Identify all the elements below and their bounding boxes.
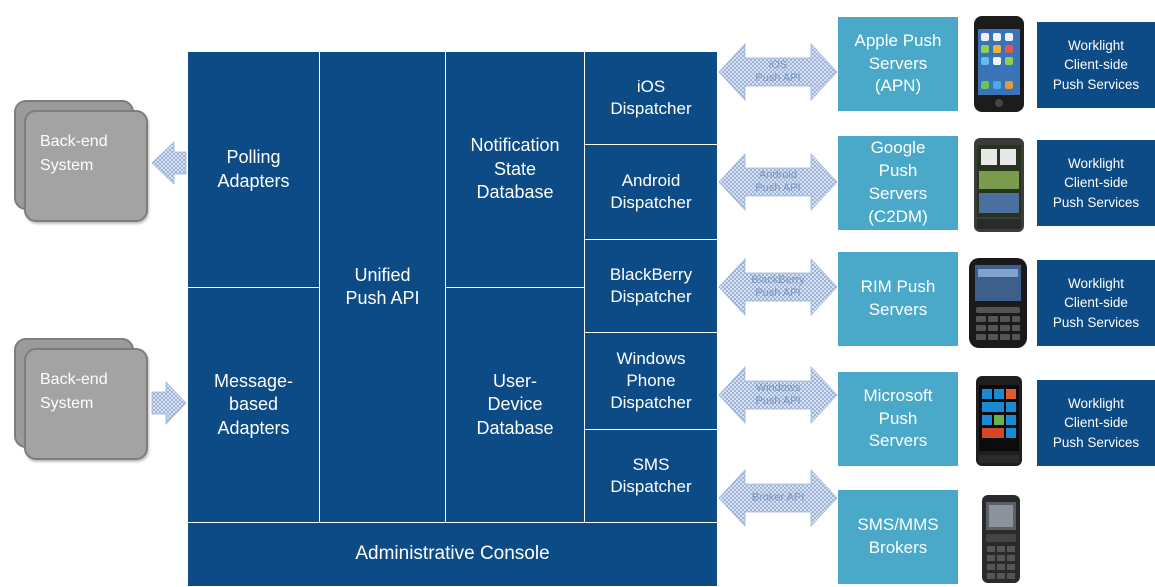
- sms-dispatcher: SMS Dispatcher: [584, 429, 718, 523]
- backend-arrow-message: [151, 381, 187, 425]
- ios-dispatcher: iOS Dispatcher: [584, 51, 718, 145]
- backend-arrow-polling: [151, 141, 187, 185]
- notification-state-database: Notification State Database: [445, 51, 585, 288]
- rim-push-servers: RIM Push Servers: [838, 252, 958, 346]
- iphone-icon: [974, 16, 1024, 112]
- microsoft-push-servers: Microsoft Push Servers: [838, 372, 958, 466]
- android-push-api-arrow: Android Push API: [718, 150, 838, 214]
- blackberry-phone-icon: [969, 258, 1027, 348]
- backend-system-2: Back-end System: [14, 338, 154, 463]
- sms-mms-brokers: SMS/MMS Brokers: [838, 490, 958, 584]
- apple-push-servers: Apple Push Servers (APN): [838, 17, 958, 111]
- ios-push-api-label: iOS Push API: [755, 58, 801, 84]
- user-device-database: User- Device Database: [445, 287, 585, 523]
- google-push-servers: Google Push Servers (C2DM): [838, 136, 958, 230]
- windows-push-api-arrow: Windows Push API: [718, 363, 838, 427]
- backend-system-label: Back-end System: [24, 348, 148, 460]
- unified-push-api: Unified Push API: [319, 51, 446, 523]
- feature-phone-icon: [982, 495, 1020, 583]
- polling-adapters: Polling Adapters: [187, 51, 320, 288]
- android-push-api-label: Android Push API: [755, 168, 801, 194]
- backend-system-label: Back-end System: [24, 110, 148, 222]
- blackberry-dispatcher: BlackBerry Dispatcher: [584, 239, 718, 333]
- worklight-client-services-android: Worklight Client-side Push Services: [1037, 140, 1155, 226]
- windows-phone-dispatcher: Windows Phone Dispatcher: [584, 332, 718, 430]
- windows-phone-icon: [976, 376, 1022, 466]
- blackberry-push-api-label: BlackBerry Push API: [751, 273, 805, 299]
- worklight-client-services-ios: Worklight Client-side Push Services: [1037, 22, 1155, 108]
- worklight-client-services-blackberry: Worklight Client-side Push Services: [1037, 260, 1155, 346]
- worklight-client-services-windows: Worklight Client-side Push Services: [1037, 380, 1155, 466]
- windows-push-api-label: Windows Push API: [755, 381, 801, 407]
- administrative-console: Administrative Console: [187, 522, 718, 587]
- backend-system-1: Back-end System: [14, 100, 154, 225]
- ios-push-api-arrow: iOS Push API: [718, 40, 838, 104]
- broker-api-arrow: Broker API: [718, 466, 838, 530]
- message-adapters: Message- based Adapters: [187, 287, 320, 523]
- android-dispatcher: Android Dispatcher: [584, 144, 718, 240]
- broker-api-label: Broker API: [751, 491, 805, 504]
- android-phone-icon: [974, 138, 1024, 232]
- blackberry-push-api-arrow: BlackBerry Push API: [718, 255, 838, 319]
